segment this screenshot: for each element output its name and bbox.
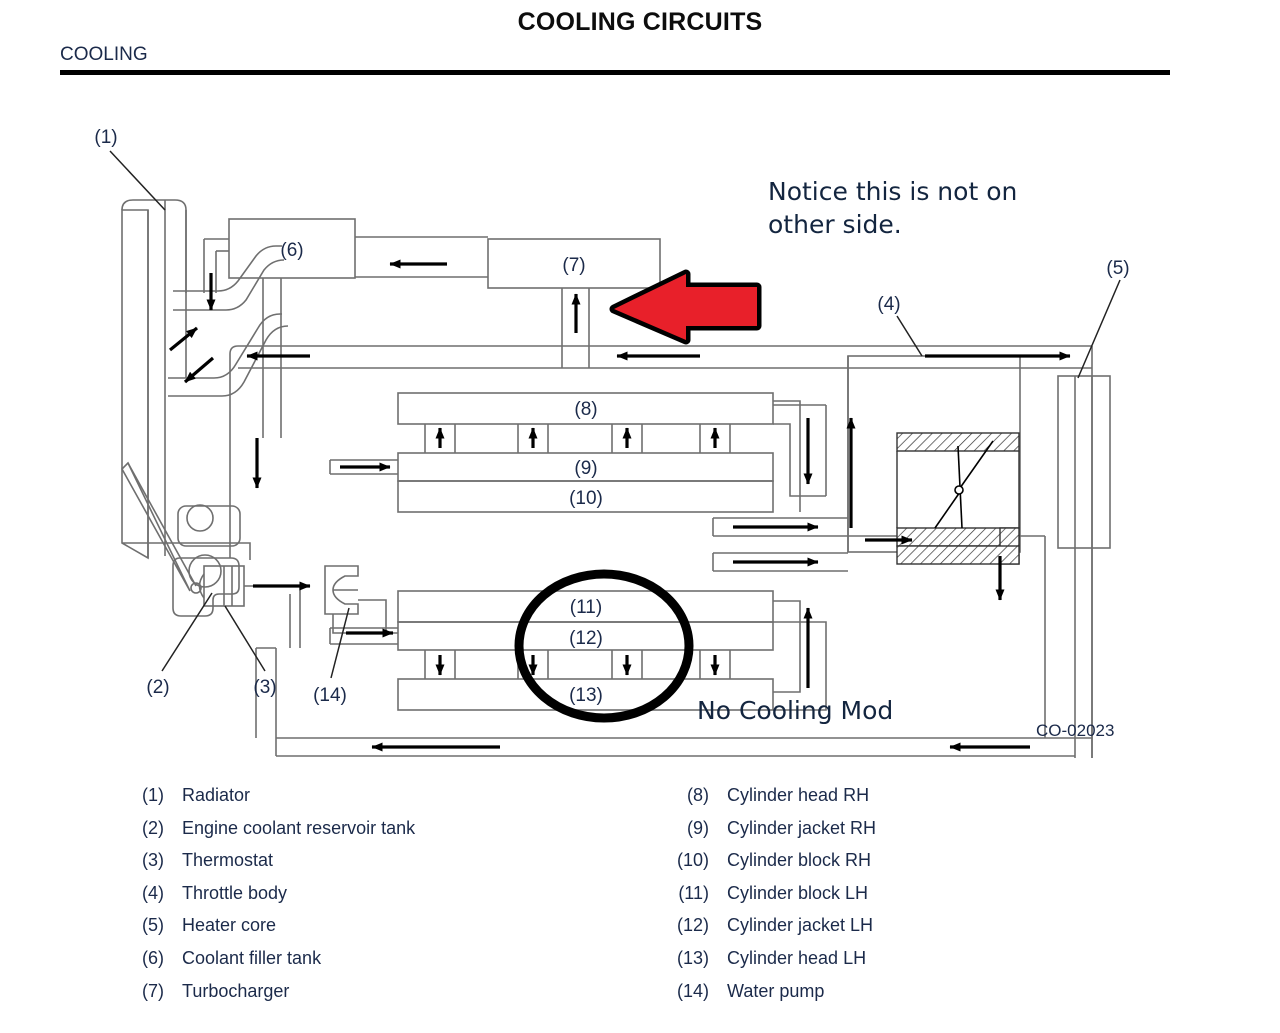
annotation-notice-text: Notice this is not on other side. [768,177,1018,239]
legend-item-number: (13) [676,947,709,968]
legend-item: (11) Cylinder block LH [663,883,876,916]
callout-13: (13) [569,685,603,706]
cooling-circuit-diagram: (1) (2) (3) (4) (5) (6) (7) (8) (9) (10)… [0,88,1280,768]
coolant-filler-tank-box [228,218,356,279]
legend-item: (1) Radiator [118,785,415,818]
legend-item-label: Turbocharger [182,980,290,1001]
legend-item-label: Heater core [182,915,277,936]
legend-item-label: Cylinder head RH [727,785,870,805]
callout-labels: (1) (2) (3) (4) (5) (6) (7) (8) (9) (10)… [94,127,1129,706]
legend-item-label: Cylinder block RH [727,850,872,871]
legend-item-label: Coolant filler tank [182,947,322,968]
legend-item-number: (7) [142,980,164,1001]
legend-item: (4) Throttle body [118,883,415,916]
legend-item: (9) Cylinder jacket RH [663,818,876,851]
cylinder-block-rh-box [397,480,774,513]
water-pump-component [324,565,359,615]
legend-item: (8) Cylinder head RH [663,785,876,818]
legend-item-number: (5) [142,915,164,936]
legend-item: (12) Cylinder jacket LH [663,915,876,948]
legend-item: (5) Heater core [118,915,415,948]
legend-item-number: (11) [678,882,709,903]
legend-item-number: (12) [676,915,709,936]
pipe-network [121,199,1111,758]
throttle-body-walls [896,432,1020,565]
legend-item-label: Radiator [182,785,251,805]
legend-item: (3) Thermostat [118,850,415,883]
legend-item-number: (14) [676,980,709,1001]
highlight-ellipse [514,569,694,723]
heater-core-box [1057,375,1111,549]
legend-item-label: Cylinder jacket LH [727,915,874,936]
flow-arrows [168,259,1071,752]
legend-item-label: Cylinder jacket RH [727,817,877,838]
callout-3: (3) [253,677,276,698]
legend-item-number: (8) [687,785,709,805]
callout-10: (10) [569,488,603,509]
legend-item-label: Cylinder block LH [727,882,869,903]
legend-item-number: (1) [142,785,164,805]
callout-14: (14) [313,685,347,706]
callout-leaders [109,150,1121,679]
legend-item-number: (9) [687,817,709,838]
callout-1: (1) [94,127,117,148]
page-title: COOLING CIRCUITS [517,8,763,36]
callout-2: (2) [146,677,169,698]
legend: (1) Radiator (2) Engine coolant reservoir t… [0,785,1280,1025]
legend-item: (7) Turbocharger [118,981,415,1014]
legend-item-number: (3) [142,850,164,871]
legend-item-label: Cylinder head LH [727,947,867,968]
legend-item: (10) Cylinder block RH [663,850,876,883]
callout-12: (12) [569,628,603,649]
cylinder-head-rh-box [397,392,774,425]
legend-item: (2) Engine coolant reservoir tank [118,818,415,851]
legend-item-number: (10) [676,850,709,871]
cylinder-head-lh-box [397,678,774,711]
cylinder-jacket-lh-box [397,621,774,651]
reservoir-tank-component [121,461,240,617]
legend-item: (6) Coolant filler tank [118,948,415,981]
section-label: COOLING [60,44,148,65]
callout-11: (11) [570,597,602,618]
radiator-component [121,199,251,560]
legend-item-label: Throttle body [182,882,288,903]
callout-5: (5) [1106,258,1129,279]
header-rule [60,70,1170,75]
legend-column-right: (8) Cylinder head RH (9) Cylinder jacket RH… [663,785,876,1013]
figure-code: CO-02023 [1036,721,1115,740]
legend-item: (14) Water pump [663,981,876,1014]
legend-item-number: (4) [142,882,164,903]
legend-item-number: (6) [142,947,164,968]
annotation-no-cooling-mod: No Cooling Mod [697,696,894,725]
throttle-plate [934,440,994,529]
legend-item-label: Water pump [727,980,825,1001]
legend-column-left: (1) Radiator (2) Engine coolant reservoir t… [118,785,415,1013]
throttle-body-component [847,355,1021,553]
legend-item-label: Thermostat [182,850,274,871]
legend-item-number: (2) [142,817,164,838]
callout-8: (8) [574,399,597,420]
legend-item-label: Engine coolant reservoir tank [182,817,416,838]
callout-9: (9) [574,458,597,479]
callout-4: (4) [877,294,900,315]
legend-item: (13) Cylinder head LH [663,948,876,981]
red-annotation-arrow [609,269,762,345]
callout-6: (6) [280,240,303,261]
callout-7: (7) [562,255,585,276]
turbocharger-box [487,238,661,289]
